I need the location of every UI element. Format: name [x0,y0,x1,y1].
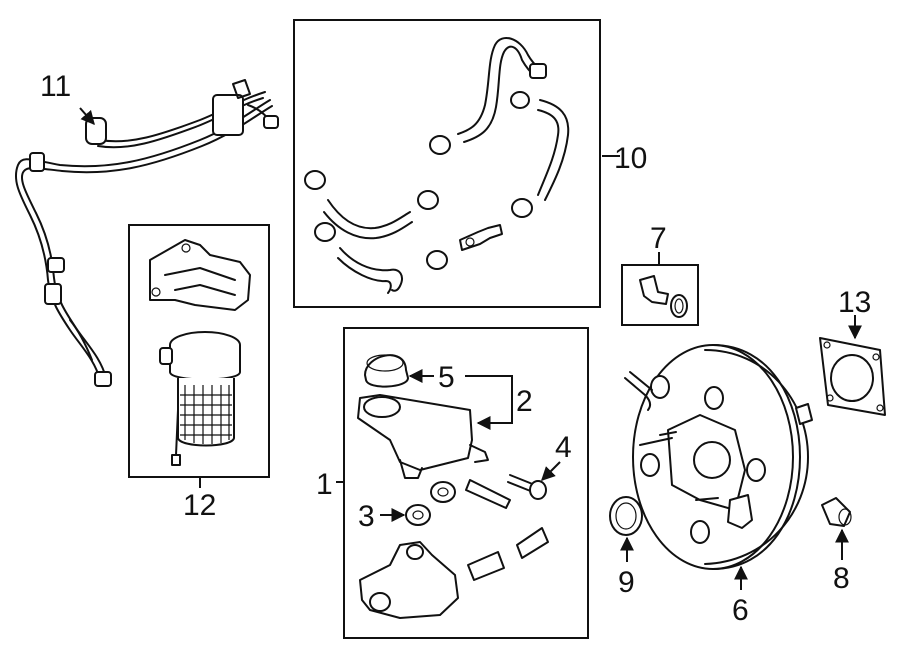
hose-kit-box [293,19,601,308]
callout-12: 12 [183,489,216,522]
booster-gasket [819,337,886,416]
booster-seal [609,496,643,536]
master-cylinder [359,527,549,619]
check-valve [639,275,688,318]
reservoir-grommets [405,481,456,526]
brake-booster [624,344,813,570]
vacuum-pump-box [128,224,270,478]
callout-2: 2 [516,385,533,418]
fluid-reservoir [357,394,489,479]
reservoir-bolt [507,474,547,500]
vacuum-hose-assembly [14,79,279,387]
callout-10: 10 [614,142,647,175]
callout-13: 13 [838,286,871,319]
retaining-pin [465,479,511,509]
callout-1: 1 [316,468,333,501]
hose-kit [304,36,570,294]
grommet [821,497,852,527]
callout-5: 5 [438,361,455,394]
vacuum-pump [149,239,251,466]
callout-9: 9 [618,566,635,599]
callout-11: 11 [40,70,71,103]
callout-3: 3 [358,500,375,533]
callout-6: 6 [732,594,749,627]
leader-lines [79,107,862,590]
reservoir-cap [364,354,409,388]
callout-4: 4 [555,431,572,464]
callout-7: 7 [650,222,667,255]
callout-8: 8 [833,562,850,595]
